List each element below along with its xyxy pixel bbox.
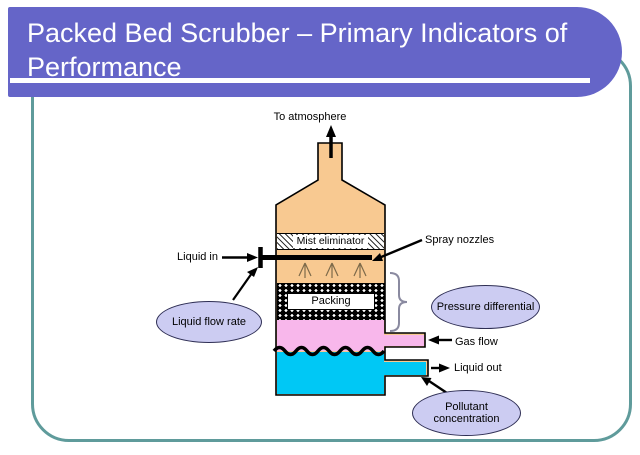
title-banner: Packed Bed Scrubber – Primary Indicators… bbox=[8, 7, 622, 97]
liquid-out-label: Liquid out bbox=[454, 362, 502, 374]
gas-flow-label: Gas flow bbox=[455, 336, 498, 348]
liquid-sump bbox=[277, 352, 384, 394]
liquid-in-label: Liquid in bbox=[177, 251, 218, 263]
indicator-liquid-flow-rate: Liquid flow rate bbox=[156, 301, 262, 343]
indicator-pressure-differential: Pressure differential bbox=[431, 285, 540, 329]
mist-eliminator-label: Mist eliminator bbox=[292, 235, 369, 248]
gas-inlet-zone bbox=[277, 320, 384, 351]
packing-label: Packing bbox=[287, 293, 375, 310]
slide-title: Packed Bed Scrubber – Primary Indicators… bbox=[27, 18, 568, 82]
mist-eliminator-band: Mist eliminator bbox=[277, 233, 384, 250]
spray-nozzles-label: Spray nozzles bbox=[425, 234, 495, 246]
gas-inlet-pipe bbox=[384, 334, 424, 346]
liquid-outlet-pipe bbox=[384, 361, 426, 375]
to-atmosphere-label: To atmosphere bbox=[273, 111, 347, 123]
title-underline bbox=[10, 78, 590, 83]
indicator-pollutant-concentration-label: Pollutant concentration bbox=[433, 400, 500, 426]
indicator-pollutant-concentration: Pollutant concentration bbox=[412, 390, 521, 436]
packing-band: Packing bbox=[277, 283, 385, 320]
